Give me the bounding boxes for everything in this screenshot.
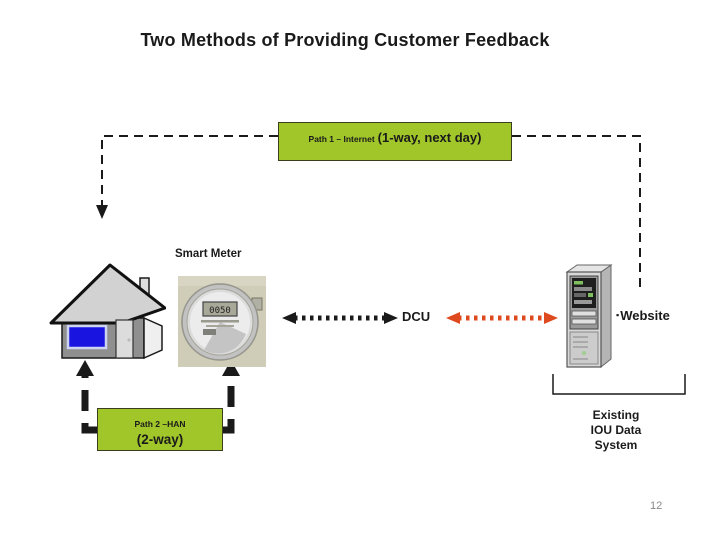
existing-system-bracket (552, 374, 686, 395)
smart-meter-photo: 0050 (178, 276, 266, 372)
path1-box: Path 1 – Internet(1-way, next day) (278, 122, 512, 161)
path1-connector-left-arrow (96, 135, 278, 219)
smart-meter-label: Smart Meter (175, 248, 242, 260)
path2-connector-to-meter (221, 360, 240, 434)
dcu-server-dotted-arrow (446, 312, 558, 324)
path1-box-emphasis: (1-way, next day) (377, 130, 482, 145)
page-title: Two Methods of Providing Customer Feedba… (140, 30, 550, 50)
existing-iou-data-system-label: Existing IOU Data System (590, 408, 642, 452)
website-label: ▪Website (616, 308, 670, 323)
path2-connector-to-house (76, 360, 99, 434)
website-bullet: ▪ (616, 310, 620, 320)
dcu-label: DCU (402, 309, 431, 324)
house-icon (48, 260, 167, 367)
path2-box: Path 2 –HAN (2-way) (97, 408, 223, 451)
path2-box-prefix: Path 2 –HAN (134, 419, 186, 429)
website-label-text: Website (620, 308, 670, 323)
path1-connector-right (512, 135, 641, 290)
path2-box-emphasis: (2-way) (136, 432, 184, 447)
meter-dcu-dotted-arrow (282, 312, 398, 324)
meter-display: 0050 (209, 306, 231, 316)
server-tower-icon (561, 262, 615, 379)
page-number: 12 (650, 500, 663, 512)
path1-box-prefix: Path 1 – Internet (308, 134, 375, 144)
